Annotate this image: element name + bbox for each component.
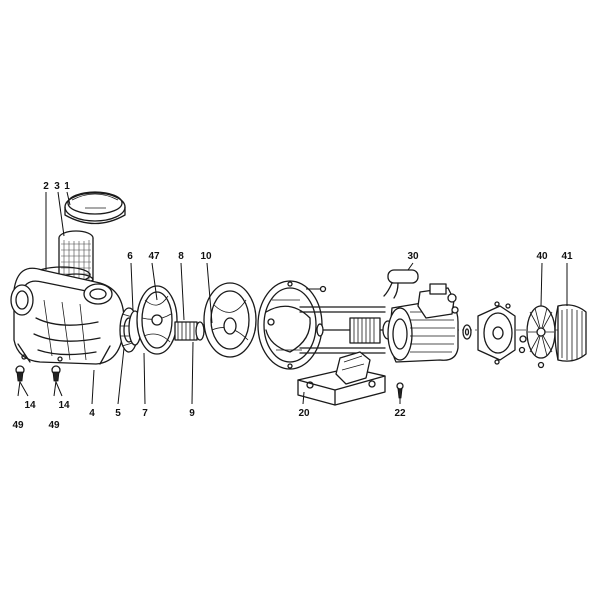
- part-fan-cover: [554, 304, 587, 362]
- label-40: 40: [536, 251, 548, 262]
- label-49-left: 49: [12, 420, 24, 431]
- part-screw-left: [15, 365, 25, 382]
- part-motor-base: [297, 351, 386, 406]
- label-20: 20: [298, 408, 310, 419]
- leader-lines: [17, 191, 568, 405]
- part-end-shield: [477, 301, 516, 365]
- label-6: 6: [127, 251, 133, 262]
- part-impeller: [136, 285, 178, 355]
- part-pump-body: [10, 267, 125, 365]
- label-10: 10: [200, 251, 212, 262]
- label-3: 3: [54, 181, 60, 192]
- part-capacitor: [383, 269, 419, 299]
- part-tie-rods: [299, 306, 386, 354]
- label-47: 47: [148, 251, 160, 262]
- part-screw-right: [51, 365, 61, 382]
- part-motor: [387, 283, 459, 363]
- part-base-screw: [396, 382, 404, 399]
- label-9: 9: [189, 408, 195, 419]
- label-30: 30: [407, 251, 419, 262]
- label-5: 5: [115, 408, 121, 419]
- part-fan: [526, 305, 556, 369]
- part-lid: [64, 191, 126, 225]
- part-rotor-shaft: [316, 317, 394, 344]
- part-motor-flange: [257, 280, 323, 370]
- part-flange-screw: [306, 285, 327, 293]
- label-2: 2: [43, 181, 49, 192]
- part-mechanical-seal: [174, 321, 205, 341]
- label-41: 41: [561, 251, 573, 262]
- part-seal-plate: [203, 282, 257, 358]
- label-14-left: 14: [24, 400, 36, 411]
- part-bearing: [462, 324, 472, 340]
- label-49-right: 49: [48, 420, 60, 431]
- label-8: 8: [178, 251, 184, 262]
- label-1: 1: [64, 181, 70, 192]
- label-14-right: 14: [58, 400, 70, 411]
- label-22: 22: [394, 408, 406, 419]
- label-7: 7: [142, 408, 148, 419]
- part-strainer-basket: [58, 230, 94, 287]
- label-4: 4: [89, 408, 95, 419]
- part-fan-clip: [518, 335, 527, 354]
